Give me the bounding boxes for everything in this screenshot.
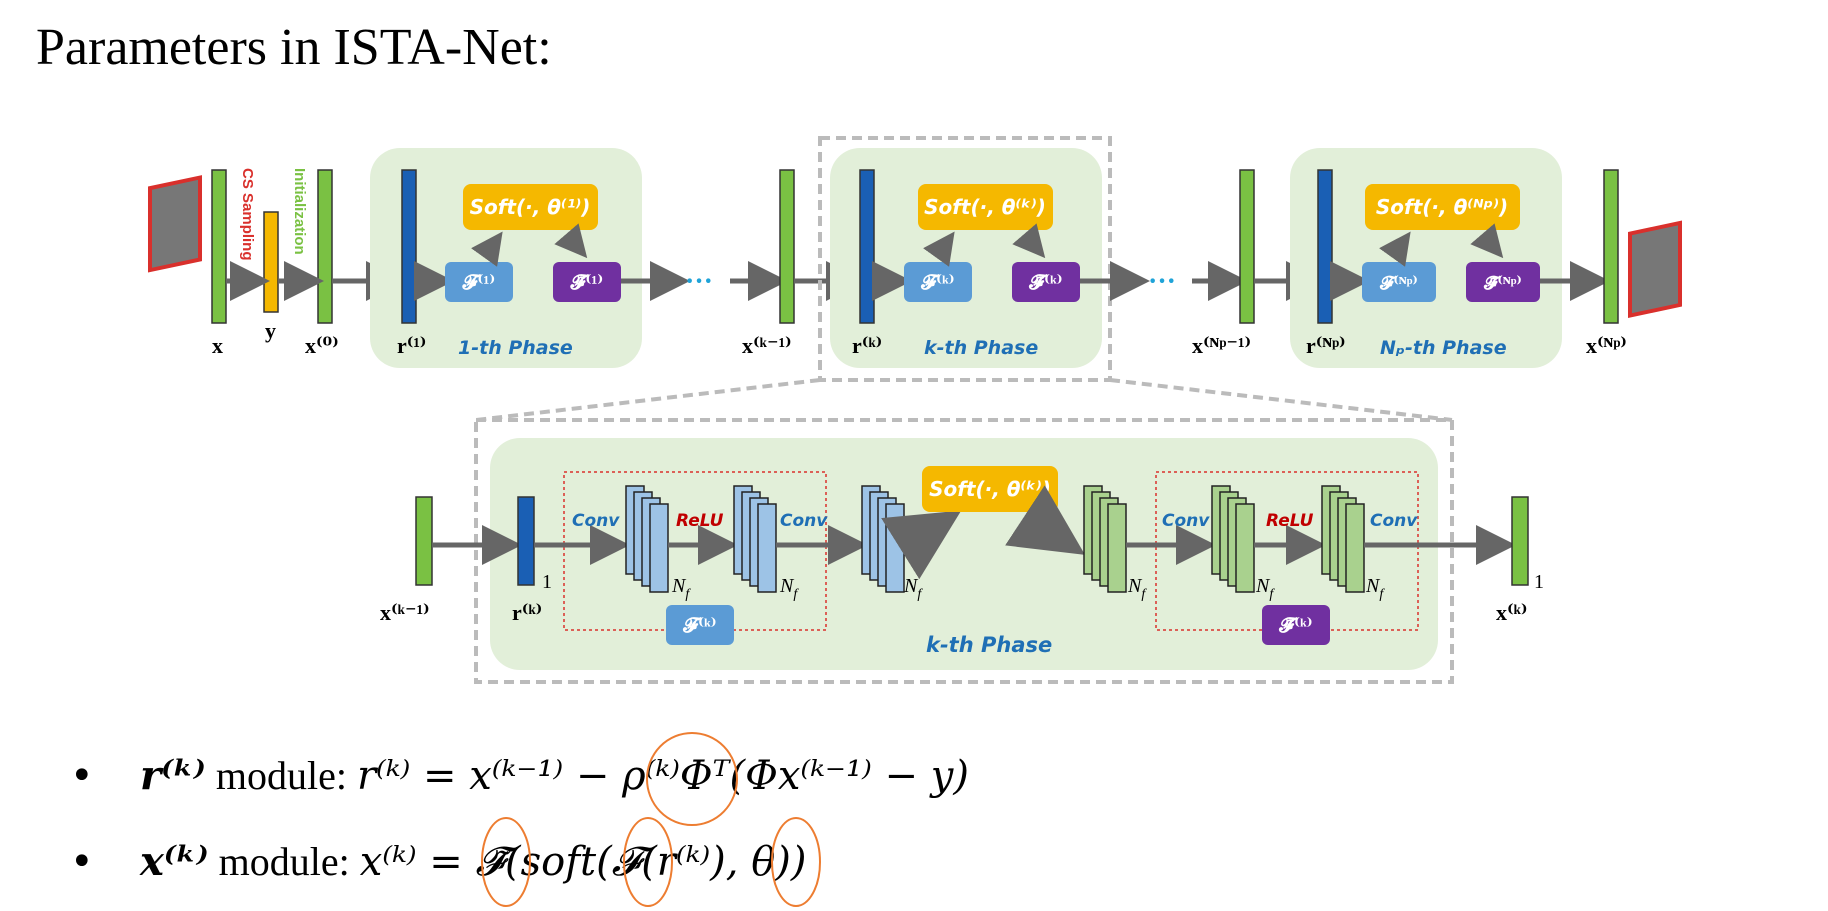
bullet-dot: •: [70, 839, 94, 885]
x0-vector: [317, 169, 333, 324]
detail-f-box: [666, 605, 734, 645]
relu-label-1: ReLU: [676, 511, 724, 531]
bullet-x-equation: x⁽ᵏ⁾ = 𝓕̃(soft(𝓕(r⁽ᵏ⁾), θ)): [359, 839, 807, 885]
nf-label-1: Nf: [671, 575, 691, 602]
detail-xk-1-vector: [415, 496, 433, 586]
phase-1-label: 1-th Phase: [458, 337, 573, 359]
bullet-r-equation: r⁽ᵏ⁾ = x⁽ᵏ⁻¹⁾ − ρ⁽ᵏ⁾Φᵀ(Φx⁽ᵏ⁻¹⁾ − y): [356, 753, 969, 799]
page-title: Parameters in ISTA-Net:: [36, 19, 552, 76]
feature-stack-5: [1211, 485, 1255, 593]
r1-vector: [401, 169, 417, 324]
bullet-x-module: • x⁽ᵏ⁾ module: x⁽ᵏ⁾ = 𝓕̃(soft(𝓕(r⁽ᵏ⁾), θ)…: [70, 838, 807, 885]
detail-phase-label: k-th Phase: [926, 633, 1052, 657]
rk-vector: [859, 169, 875, 324]
conv-label-2: Conv: [780, 511, 828, 531]
soft-label-k: Soft(·, θ⁽ᵏ⁾): [924, 195, 1046, 219]
y-label: y: [265, 318, 276, 343]
bullet-x-lead: x⁽ᵏ⁾: [140, 838, 209, 885]
phase-k-label: k-th Phase: [924, 337, 1038, 359]
nf-label-4: Nf: [1127, 575, 1147, 602]
f-box-k: [904, 262, 972, 302]
ftilde-box-np: [1466, 262, 1540, 302]
x-vector: [211, 169, 227, 324]
x-label: x: [212, 333, 223, 358]
dots-1: ···: [685, 266, 713, 297]
rnp-vector: [1317, 169, 1333, 324]
f-label-np: 𝓕⁽ᴺᵖ⁾: [1379, 273, 1418, 293]
ftilde-box-k: [1012, 262, 1080, 302]
nf-label-3: Nf: [903, 575, 923, 602]
ftilde-label-k: 𝓕̃⁽ᵏ⁾: [1028, 272, 1062, 294]
y-vector: [263, 211, 279, 313]
f-label-1: 𝓕⁽¹⁾: [462, 272, 496, 294]
r1-label: r⁽¹⁾: [397, 333, 426, 358]
conv-label-1: Conv: [572, 511, 620, 531]
cs-sampling-label: CS Sampling: [239, 168, 256, 261]
phase-np-label: Nₚ-th Phase: [1380, 337, 1507, 359]
xnp-1-vector: [1239, 169, 1255, 324]
ftilde-box-1: [553, 262, 621, 302]
feature-stack-1: [625, 485, 669, 593]
feature-stack-4: [1083, 485, 1127, 593]
conv-label-3: Conv: [1162, 511, 1210, 531]
x0-label: x⁽⁰⁾: [305, 333, 339, 358]
output-image-icon: [1628, 220, 1682, 318]
detail-xk-label: x⁽ᵏ⁾: [1496, 600, 1528, 625]
ftilde-label-1: 𝓕̃⁽¹⁾: [570, 272, 604, 294]
dashed-highlight-detail: [474, 418, 1454, 684]
xnp-1-label: x⁽ᴺᵖ⁻¹⁾: [1192, 333, 1251, 358]
nf-label-2: Nf: [779, 575, 799, 602]
rk-label: r⁽ᵏ⁾: [852, 333, 882, 358]
xnp-label: x⁽ᴺᵖ⁾: [1586, 333, 1627, 358]
dots-2: ···: [1148, 266, 1176, 297]
soft-label-1: Soft(·, θ⁽¹⁾): [470, 195, 591, 219]
detail-one-label-right: 1: [1534, 571, 1544, 593]
input-image-icon: [148, 175, 202, 273]
bullet-r-module: • r⁽ᵏ⁾ module: r⁽ᵏ⁾ = x⁽ᵏ⁻¹⁾ − ρ⁽ᵏ⁾Φᵀ(Φx⁽…: [70, 752, 969, 799]
xnp-vector: [1603, 169, 1619, 324]
phase-1: Soft(·, θ⁽¹⁾) 𝓕⁽¹⁾ 𝓕̃⁽¹⁾ r⁽¹⁾ 1-th Phase: [370, 148, 642, 368]
xk-1-label: x⁽ᵏ⁻¹⁾: [742, 333, 792, 358]
conv-label-4: Conv: [1370, 511, 1418, 531]
bullet-dot: •: [70, 753, 94, 799]
nf-label-5: Nf: [1255, 575, 1275, 602]
soft-box-k: [918, 184, 1053, 230]
detail-ftilde-box: [1262, 605, 1330, 645]
xk-1-vector: [779, 169, 795, 324]
phase-np: Soft(·, θ⁽ᴺᵖ⁾) 𝓕⁽ᴺᵖ⁾ 𝓕̃⁽ᴺᵖ⁾ r⁽ᴺᵖ⁾ Nₚ-th …: [1290, 148, 1562, 368]
detail-xk-1-label: x⁽ᵏ⁻¹⁾: [380, 600, 430, 625]
relu-label-2: ReLU: [1266, 511, 1314, 531]
soft-box-np: [1365, 184, 1520, 230]
f-box-1: [445, 262, 513, 302]
dashed-highlight-top: [818, 136, 1112, 382]
soft-label-np: Soft(·, θ⁽ᴺᵖ⁾): [1376, 195, 1508, 219]
initialization-label: Initialization: [291, 168, 308, 255]
f-label-k: 𝓕⁽ᵏ⁾: [920, 272, 954, 294]
feature-stack-2: [733, 485, 777, 593]
soft-box-1: [463, 184, 598, 230]
rnp-label: r⁽ᴺᵖ⁾: [1306, 333, 1346, 358]
detail-ftilde-label: 𝓕̃⁽ᵏ⁾: [1278, 615, 1312, 637]
detail-f-label: 𝓕⁽ᵏ⁾: [682, 615, 716, 637]
bullet-r-label: module:: [205, 753, 357, 798]
detail-rk-vector: [517, 496, 535, 586]
detail-xk-vector: [1511, 496, 1529, 586]
detail-soft-label: Soft(·, θ⁽ᵏ⁾): [929, 477, 1051, 501]
nf-label-6: Nf: [1365, 575, 1385, 602]
bullet-r-lead: r⁽ᵏ⁾: [140, 752, 206, 799]
detail-rk-label: r⁽ᵏ⁾: [512, 600, 542, 625]
ftilde-label-np: 𝓕̃⁽ᴺᵖ⁾: [1483, 273, 1522, 293]
detail-one-label-left: 1: [542, 571, 552, 593]
f-box-np: [1362, 262, 1436, 302]
bullet-x-label: module:: [208, 839, 360, 884]
feature-stack-6: [1321, 485, 1365, 593]
phase-k: Soft(·, θ⁽ᵏ⁾) 𝓕⁽ᵏ⁾ 𝓕̃⁽ᵏ⁾ r⁽ᵏ⁾ k-th Phase: [830, 148, 1102, 368]
